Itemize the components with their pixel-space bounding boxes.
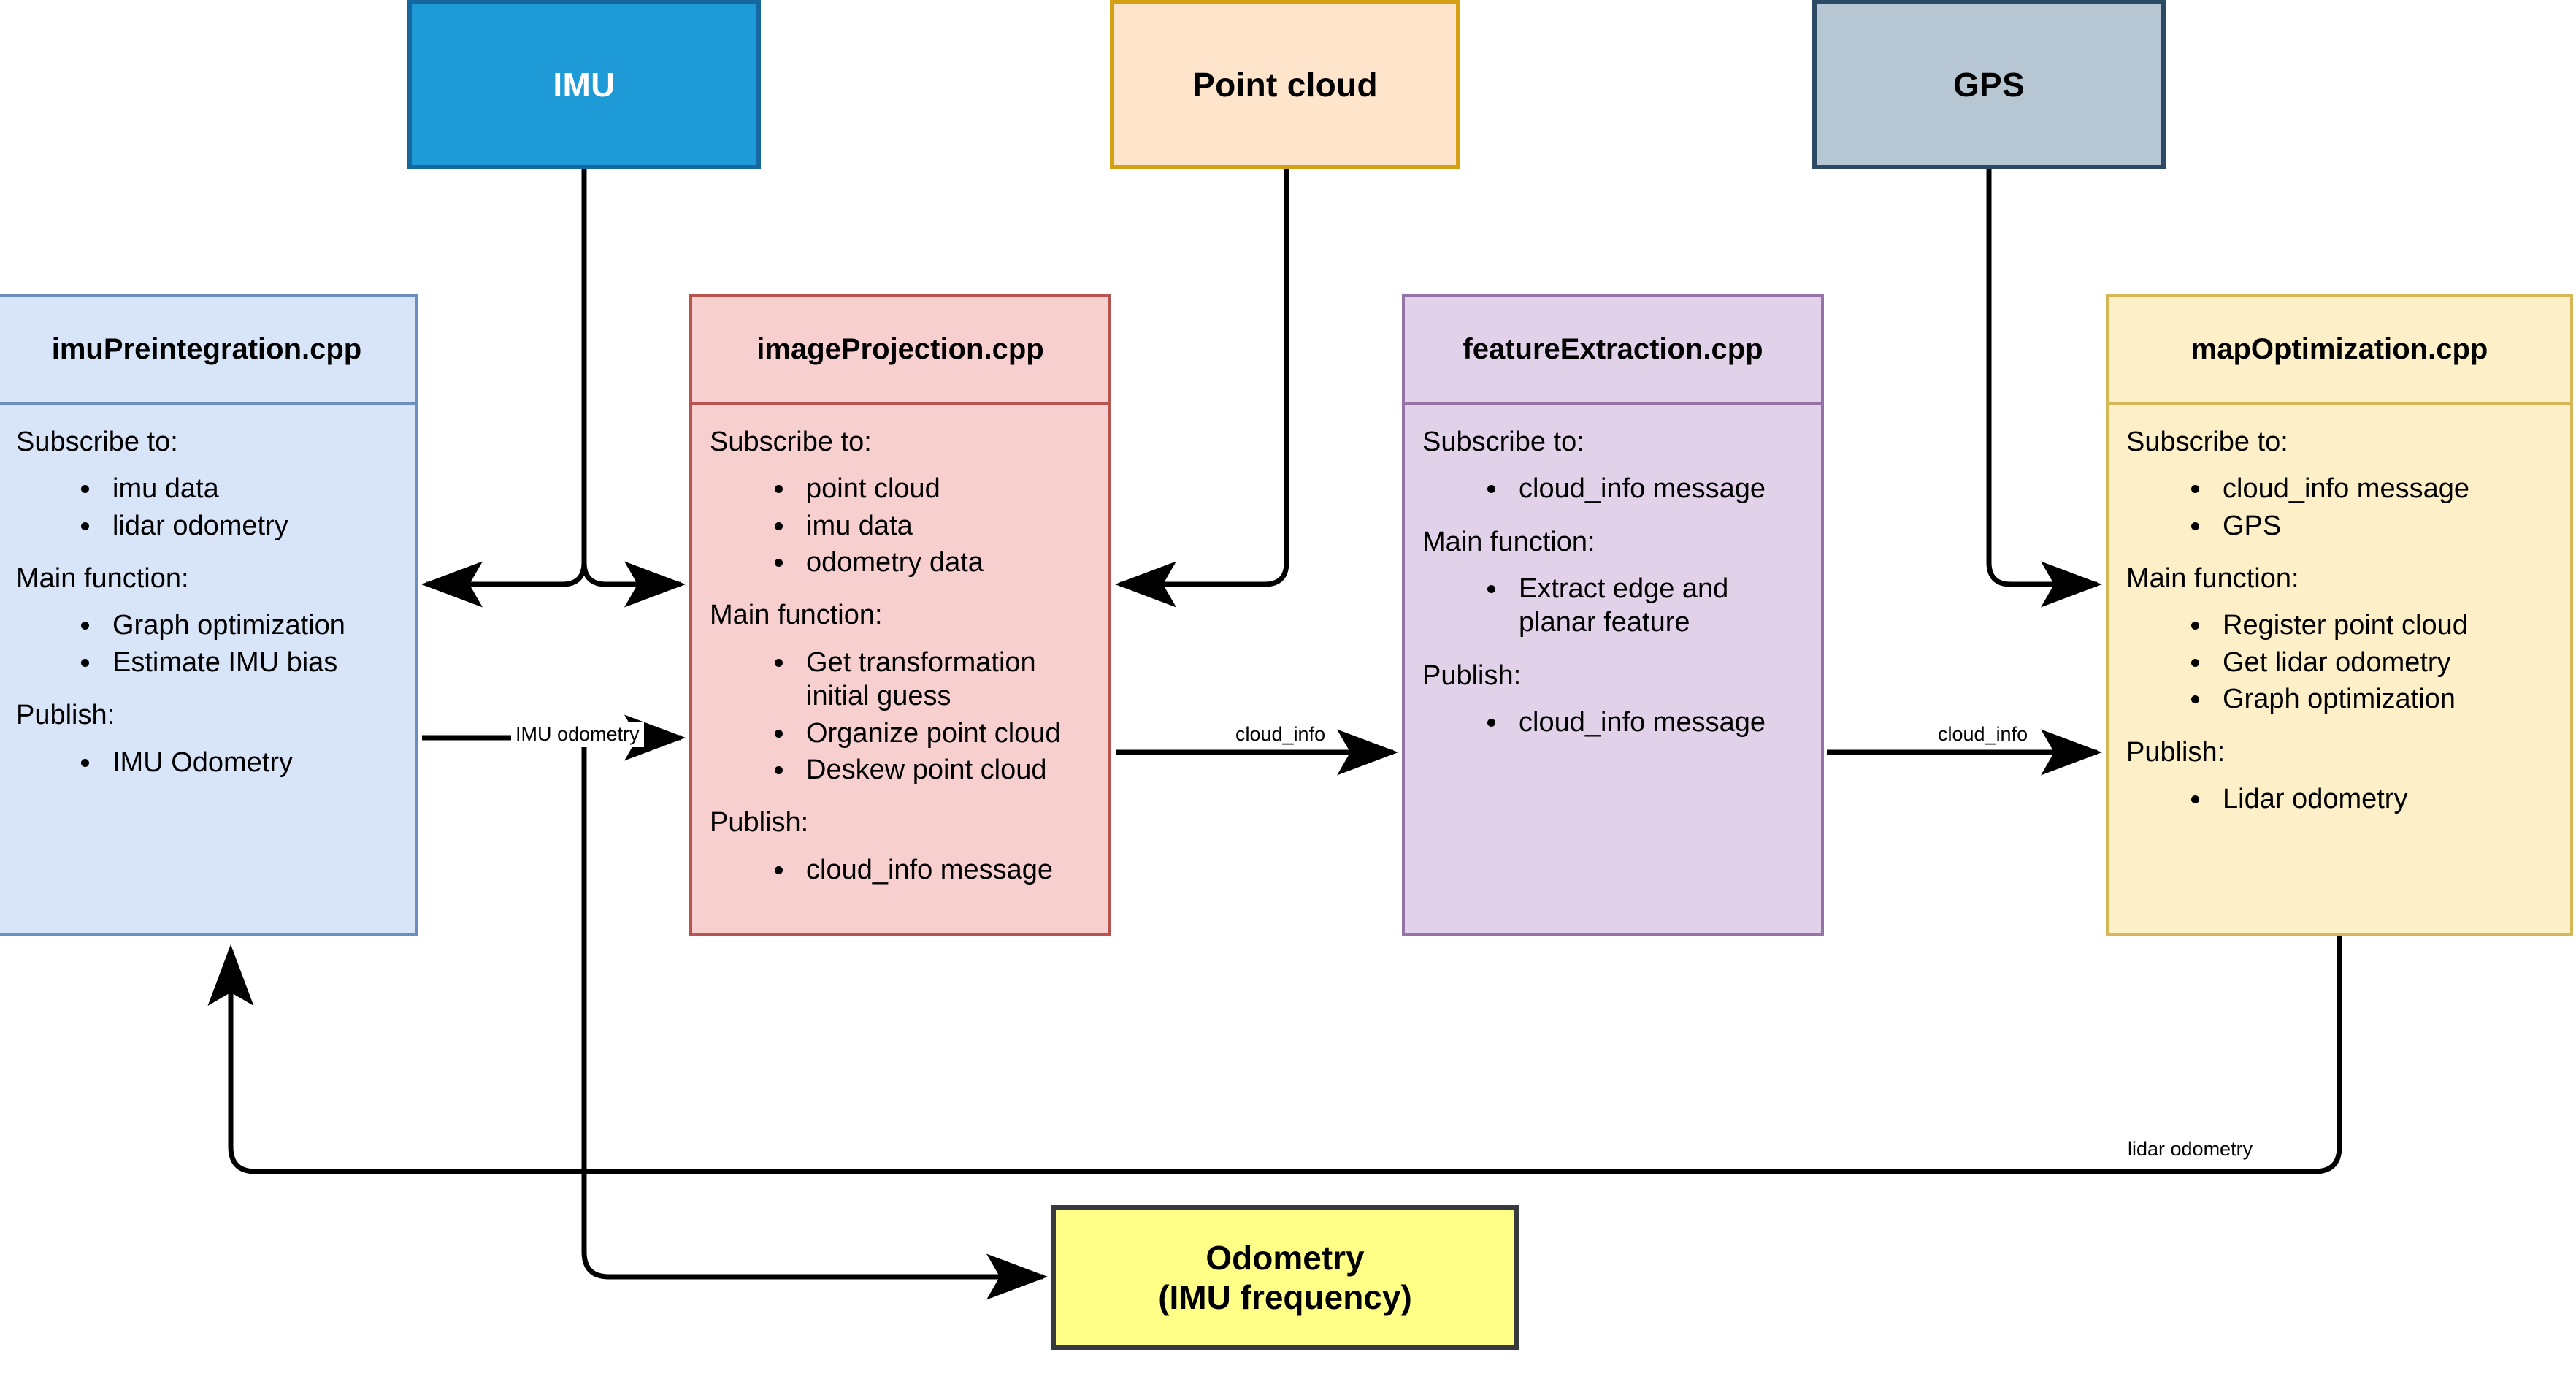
source-node-point-cloud[interactable]: Point cloud (1110, 0, 1460, 169)
subscribe-list: cloud_info message GPS (2126, 472, 2553, 543)
module-node-mapoptimization[interactable]: mapOptimization.cpp Subscribe to: cloud_… (2106, 294, 2573, 936)
list-item: cloud_info message (1509, 472, 1803, 505)
list-item: Deskew point cloud (796, 753, 1091, 787)
module-node-featureextraction[interactable]: featureExtraction.cpp Subscribe to: clou… (1402, 294, 1824, 936)
list-item: odometry data (796, 546, 1091, 579)
list-item: imu data (102, 472, 397, 505)
subscribe-heading: Subscribe to: (1422, 427, 1584, 457)
list-item: Get lidar odometry (2212, 646, 2553, 679)
edge-imu-split (421, 169, 686, 608)
output-node-odometry-line1: Odometry (1205, 1238, 1365, 1277)
list-item: cloud_info message (1509, 706, 1803, 739)
module-node-imageprojection[interactable]: imageProjection.cpp Subscribe to: point … (689, 294, 1111, 936)
edge-gps-mapoptimization (1986, 169, 2102, 608)
main-function-heading: Main function: (1422, 526, 1595, 557)
list-item: cloud_info message (2212, 472, 2553, 505)
subscribe-heading: Subscribe to: (2126, 427, 2288, 457)
module-title-imupreintegration: imuPreintegration.cpp (0, 297, 415, 405)
source-node-imu[interactable]: IMU (407, 0, 761, 169)
list-item: cloud_info message (796, 853, 1091, 887)
list-item: Get transformation initial guess (796, 646, 1091, 714)
list-item: imu data (796, 509, 1091, 543)
source-node-gps-label: GPS (1952, 66, 2025, 104)
list-item: Graph optimization (102, 608, 397, 642)
main-function-list: Extract edge and planar feature (1422, 572, 1803, 640)
module-body-featureextraction: Subscribe to: cloud_info message Main fu… (1405, 405, 1821, 933)
publish-list: IMU Odometry (16, 746, 397, 779)
main-function-list: Get transformation initial guess Organiz… (710, 646, 1091, 787)
list-item: Lidar odometry (2212, 782, 2553, 816)
subscribe-list: imu data lidar odometry (16, 472, 397, 543)
list-item: Register point cloud (2212, 608, 2553, 642)
subscribe-list: cloud_info message (1422, 472, 1803, 505)
subscribe-heading: Subscribe to: (710, 427, 872, 457)
main-function-list: Graph optimization Estimate IMU bias (16, 608, 397, 679)
subscribe-heading: Subscribe to: (16, 427, 178, 457)
module-title-imageprojection: imageProjection.cpp (692, 297, 1108, 405)
source-node-point-cloud-label: Point cloud (1192, 66, 1378, 104)
publish-heading: Publish: (16, 700, 115, 731)
edge-label-cloud-info-1: cloud_info (1231, 722, 1330, 747)
output-node-odometry-line2: (IMU frequency) (1158, 1278, 1412, 1316)
list-item: Extract edge and planar feature (1509, 572, 1803, 640)
module-title-featureextraction: featureExtraction.cpp (1405, 297, 1821, 405)
main-function-heading: Main function: (16, 563, 189, 595)
module-body-imageprojection: Subscribe to: point cloud imu data odome… (692, 405, 1108, 933)
module-node-imupreintegration[interactable]: imuPreintegration.cpp Subscribe to: imu … (0, 294, 418, 936)
module-body-mapoptimization: Subscribe to: cloud_info message GPS Mai… (2109, 405, 2570, 933)
main-function-list: Register point cloud Get lidar odometry … (2126, 608, 2553, 716)
publish-list: cloud_info message (710, 853, 1091, 887)
list-item: IMU Odometry (102, 746, 397, 779)
list-item: lidar odometry (102, 509, 397, 543)
main-function-heading: Main function: (2126, 563, 2299, 595)
list-item: Graph optimization (2212, 682, 2553, 716)
list-item: Estimate IMU bias (102, 646, 397, 679)
source-node-gps[interactable]: GPS (1812, 0, 2166, 169)
main-function-heading: Main function: (710, 600, 883, 631)
list-item: Organize point cloud (796, 717, 1091, 750)
output-node-odometry[interactable]: Odometry (IMU frequency) (1051, 1205, 1519, 1350)
publish-list: Lidar odometry (2126, 782, 2553, 816)
edge-label-imu-odometry: IMU odometry (511, 722, 644, 747)
list-item: point cloud (796, 472, 1091, 505)
subscribe-list: point cloud imu data odometry data (710, 472, 1091, 579)
publish-heading: Publish: (710, 807, 809, 839)
edge-lidar-odometry-feedback (207, 936, 2342, 1174)
publish-heading: Publish: (1422, 660, 1522, 691)
module-title-mapoptimization: mapOptimization.cpp (2109, 297, 2570, 405)
edge-label-cloud-info-2: cloud_info (1933, 722, 2033, 747)
publish-heading: Publish: (2126, 736, 2226, 768)
source-node-imu-label: IMU (553, 66, 616, 104)
module-body-imupreintegration: Subscribe to: imu data lidar odometry Ma… (0, 405, 415, 933)
edge-label-lidar-odometry: lidar odometry (2123, 1137, 2258, 1162)
publish-list: cloud_info message (1422, 706, 1803, 739)
list-item: GPS (2212, 509, 2553, 543)
edge-pointcloud-imageprojection (1115, 169, 1289, 608)
